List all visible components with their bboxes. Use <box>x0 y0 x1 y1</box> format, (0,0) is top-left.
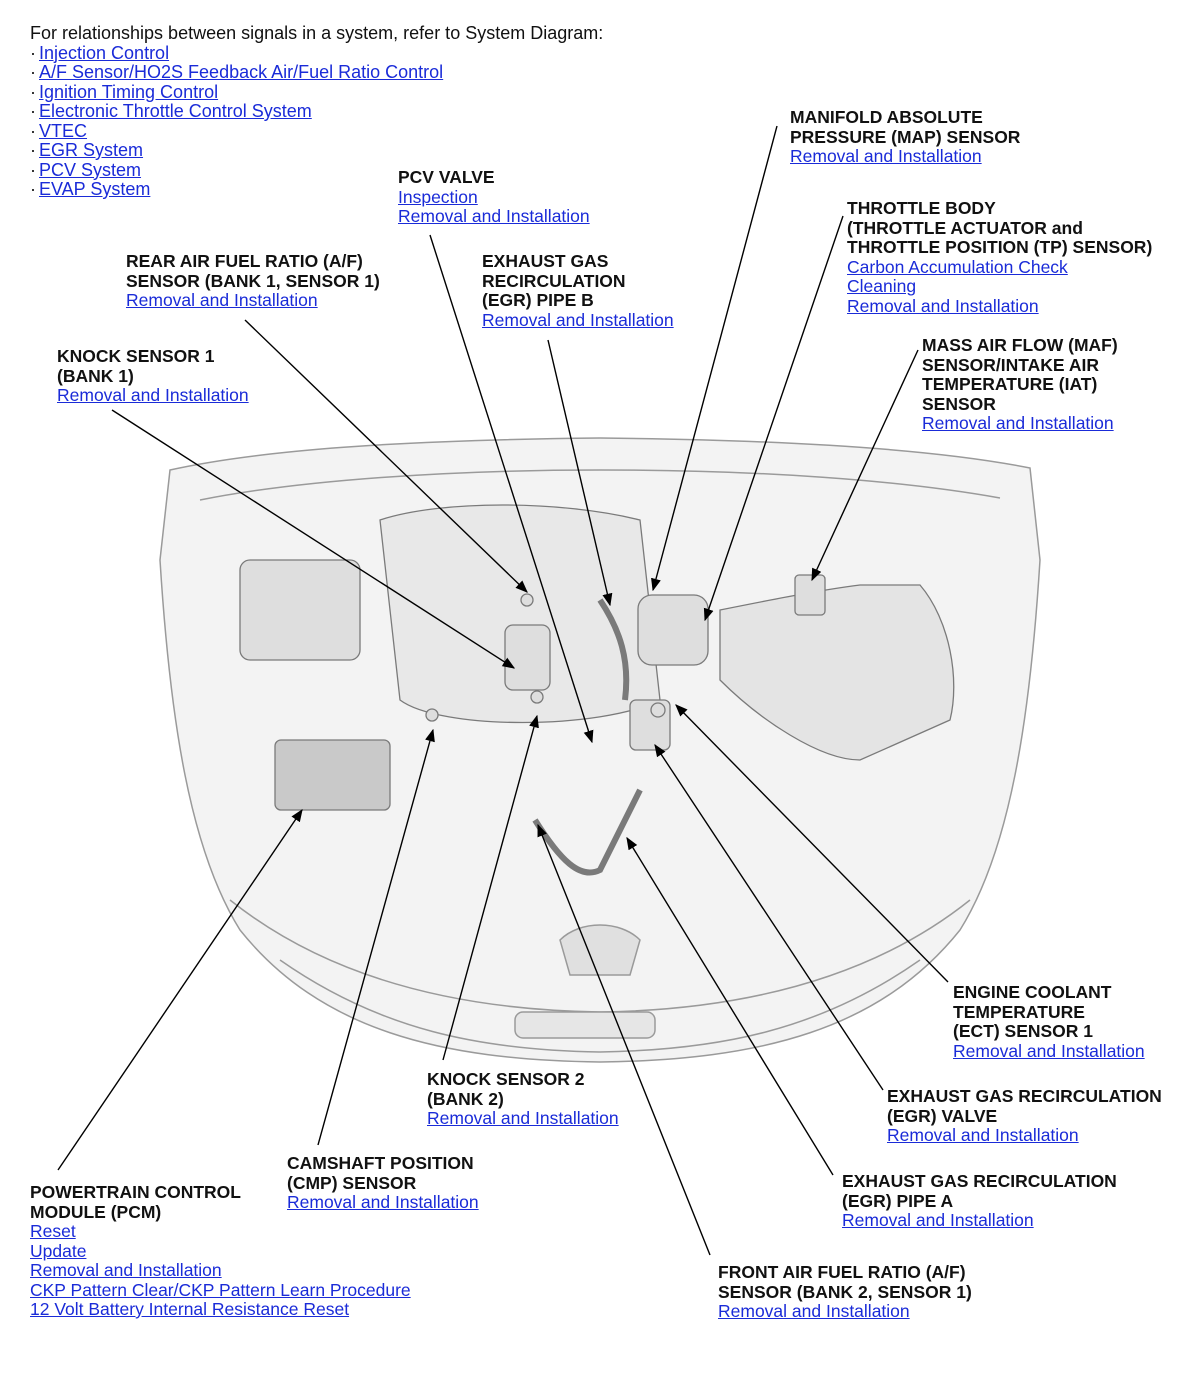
intro-link-row: ·Electronic Throttle Control System <box>30 101 312 121</box>
maf-sensor-shape <box>794 574 826 616</box>
leader-ect <box>675 704 949 983</box>
leader-map <box>651 125 778 592</box>
link-injection-control[interactable]: Injection Control <box>39 42 170 63</box>
oil-filler <box>504 624 551 691</box>
leader-egr-valve <box>654 743 884 1091</box>
knock2-removal-installation-link[interactable]: Removal and Installation <box>427 1108 619 1128</box>
link-vtec[interactable]: VTEC <box>39 120 88 141</box>
link-evap-system[interactable]: EVAP System <box>39 179 151 199</box>
leader-pcm <box>57 808 303 1171</box>
intro-link-row: ·Ignition Timing Control <box>30 81 219 102</box>
intro-link-row: ·A/F Sensor/HO2S Feedback Air/Fuel Ratio… <box>30 62 444 82</box>
intro-link-row: ·VTEC <box>30 120 88 141</box>
link-electronic-throttle[interactable]: Electronic Throttle Control System <box>39 101 312 121</box>
leader-knock2 <box>442 714 539 1061</box>
leader-egr-pipe-a <box>626 836 834 1176</box>
throttle-removal-installation-link[interactable]: Removal and Installation <box>847 295 1039 316</box>
throttle-body-shape <box>637 594 709 666</box>
link-egr-system[interactable]: EGR System <box>39 140 144 160</box>
battery-box <box>239 559 361 661</box>
system-diagram-intro: For relationships between signals in a s… <box>30 23 604 200</box>
pcm-removal-installation-link[interactable]: Removal and Installation <box>30 1260 222 1280</box>
ect-removal-installation-link[interactable]: Removal and Installation <box>953 1040 1145 1061</box>
knock-sensor-2-shape <box>530 690 544 704</box>
intro-link-row: ·EVAP System <box>30 179 151 199</box>
pcv-removal-installation-link[interactable]: Removal and Installation <box>398 206 590 226</box>
knock1-removal-installation-link[interactable]: Removal and Installation <box>57 385 249 405</box>
intro-link-row: ·PCV System <box>30 159 142 180</box>
leader-pcv <box>429 234 594 744</box>
engine-components <box>239 504 955 876</box>
leader-lines <box>57 125 949 1256</box>
leader-throttle <box>703 215 844 622</box>
pcm-battery-resistance-reset-link[interactable]: 12 Volt Battery Internal Resistance Rese… <box>30 1299 350 1319</box>
callout-egr-valve: EXHAUST GAS RECIRCULATION(EGR) VALVE Rem… <box>887 1086 1162 1145</box>
pcm-update-link[interactable]: Update <box>30 1240 87 1261</box>
front-af-removal-installation-link[interactable]: Removal and Installation <box>718 1301 910 1321</box>
pcv-valve-shape <box>520 593 534 607</box>
egr-pipe-b-shape <box>597 598 630 701</box>
leader-rear-af <box>244 319 528 593</box>
pcv-inspection-link[interactable]: Inspection <box>398 186 478 207</box>
egr-valve-removal-installation-link[interactable]: Removal and Installation <box>887 1125 1079 1145</box>
intro-link-row: ·Injection Control <box>30 42 170 63</box>
cmp-sensor-shape <box>425 708 439 722</box>
egr-pipe-b-removal-installation-link[interactable]: Removal and Installation <box>482 309 674 330</box>
callout-knock-sensor-2: KNOCK SENSOR 2(BANK 2) Removal and Insta… <box>427 1069 619 1128</box>
pcm-shape <box>274 739 391 811</box>
leader-knock1 <box>111 409 516 669</box>
cmp-removal-installation-link[interactable]: Removal and Installation <box>287 1192 479 1212</box>
callout-cmp-sensor: CAMSHAFT POSITION(CMP) SENSOR Removal an… <box>287 1153 479 1212</box>
map-removal-installation-link[interactable]: Removal and Installation <box>790 146 982 166</box>
maf-removal-installation-link[interactable]: Removal and Installation <box>922 413 1114 433</box>
leader-cmp <box>317 728 435 1146</box>
leader-egr-pipe-b <box>547 339 613 607</box>
intro-link-row: ·EGR System <box>30 140 144 160</box>
callout-egr-pipe-a: EXHAUST GAS RECIRCULATION(EGR) PIPE A Re… <box>842 1171 1117 1230</box>
link-pcv-system[interactable]: PCV System <box>39 159 142 180</box>
throttle-carbon-check-link[interactable]: Carbon Accumulation Check <box>847 256 1068 277</box>
callout-knock-sensor-1: KNOCK SENSOR 1(BANK 1) Removal and Insta… <box>57 346 249 405</box>
leader-maf <box>811 349 919 582</box>
ect-sensor-shape <box>650 702 666 718</box>
egr-pipe-a-removal-installation-link[interactable]: Removal and Installation <box>842 1210 1034 1230</box>
pcm-ckp-pattern-link[interactable]: CKP Pattern Clear/CKP Pattern Learn Proc… <box>30 1279 411 1300</box>
leader-front-af <box>537 823 711 1256</box>
callout-rear-af-sensor: REAR AIR FUEL RATIO (A/F)SENSOR (BANK 1,… <box>126 251 380 310</box>
rear-af-removal-installation-link[interactable]: Removal and Installation <box>126 290 318 310</box>
pcm-reset-link[interactable]: Reset <box>30 1221 76 1241</box>
throttle-cleaning-link[interactable]: Cleaning <box>847 276 917 296</box>
callout-pcv-valve: PCV VALVE Inspection Removal and Install… <box>398 167 590 226</box>
link-af-sensor-feedback[interactable]: A/F Sensor/HO2S Feedback Air/Fuel Ratio … <box>39 62 444 82</box>
callout-front-af-sensor: FRONT AIR FUEL RATIO (A/F)SENSOR (BANK 2… <box>718 1262 972 1321</box>
link-ignition-timing[interactable]: Ignition Timing Control <box>39 81 219 102</box>
intro-text: For relationships between signals in a s… <box>30 23 604 43</box>
